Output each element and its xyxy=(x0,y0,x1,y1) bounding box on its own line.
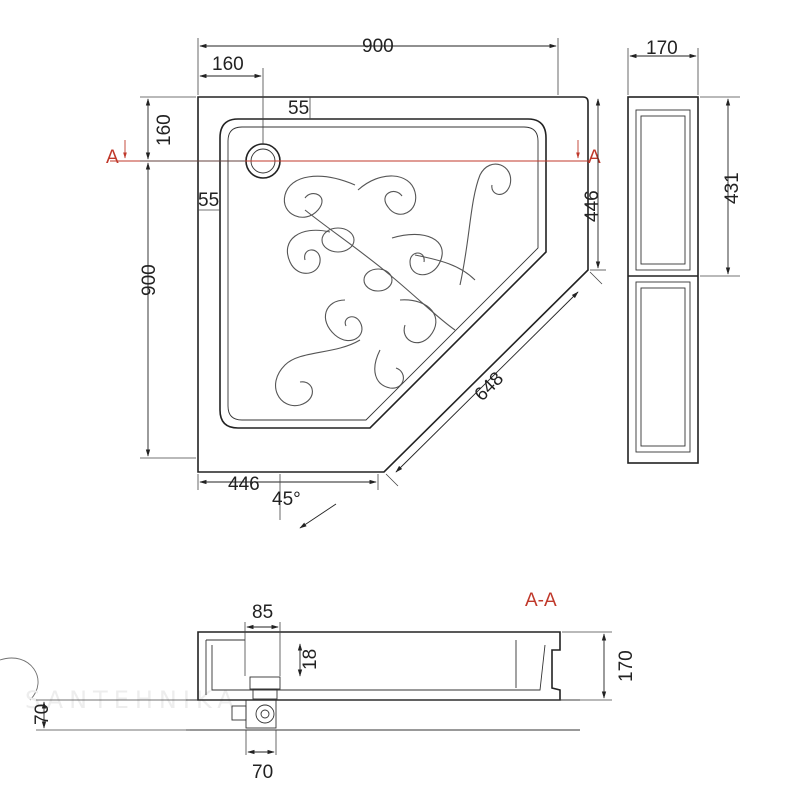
dim-tray-height: 170 xyxy=(616,650,637,682)
dim-drain-offset-y: 160 xyxy=(154,114,175,146)
section-marker-left: A xyxy=(106,147,119,168)
dim-angle: 45° xyxy=(272,489,301,510)
section-view: A-A 85 18 170 70 xyxy=(32,590,637,783)
tray-rim xyxy=(219,118,547,429)
side-panel-outer xyxy=(627,96,699,464)
top-view: A A 900 160 55 160 55 900 446 4 xyxy=(106,36,606,529)
dim-side-total-height: 170 xyxy=(646,38,678,59)
dim-right-side: 446 xyxy=(582,190,603,222)
dim-drain-diameter: 85 xyxy=(252,602,273,623)
dim-overall-width: 900 xyxy=(362,36,394,57)
drain-assembly xyxy=(231,676,281,729)
dim-diagonal: 648 xyxy=(471,368,508,405)
dim-rim-left: 55 xyxy=(198,190,219,211)
dim-drain-offset-x: 160 xyxy=(212,54,244,75)
dim-leg-width: 70 xyxy=(252,762,273,783)
section-marker-right: A xyxy=(588,147,601,168)
section-title: A-A xyxy=(525,590,557,611)
tray-outline xyxy=(197,96,589,473)
dim-overall-height: 900 xyxy=(139,264,160,296)
dim-bottom-side: 446 xyxy=(228,474,260,495)
floral-ornament xyxy=(275,163,512,407)
dim-drain-depth: 18 xyxy=(300,649,321,670)
side-view: 170 431 xyxy=(627,38,743,464)
dim-leg-height: 70 xyxy=(32,704,53,725)
dim-rim-top: 55 xyxy=(288,98,309,119)
dim-panel-height: 431 xyxy=(722,172,743,204)
